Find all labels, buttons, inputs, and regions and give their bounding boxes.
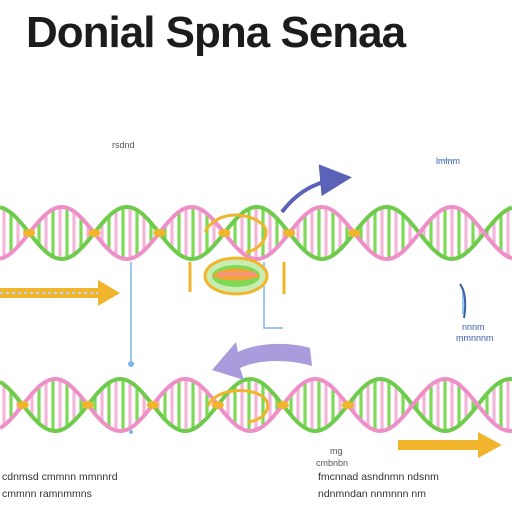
bracket-mark-right: [459, 283, 467, 319]
dna-helix-top: [0, 204, 512, 262]
crossover-node: [146, 401, 159, 409]
crossover-node: [153, 229, 166, 237]
label-lower-center-2: cmbnbn: [316, 458, 349, 468]
label-bottom-left-2: cmmnn ramnmmns: [2, 488, 92, 500]
enzyme-oval: [203, 256, 269, 296]
crossover-node: [23, 229, 36, 237]
crossover-node: [348, 229, 361, 237]
gold-arrow-right: [398, 432, 502, 458]
label-mid-right-1: nnnm: [462, 322, 485, 332]
crossover-node: [16, 401, 29, 409]
label-bottom-right-2: ndnmndan nnmnnn nm: [318, 488, 426, 500]
crossover-node: [211, 401, 224, 409]
dna-helix-bottom: [0, 376, 512, 434]
connector-dot: [129, 430, 133, 434]
label-bottom-right-1: fmcnnad asndnmn ndsnm: [318, 471, 439, 483]
curved-arrow-purple: [212, 342, 312, 380]
label-mid-right-2: mmnnnm: [456, 333, 494, 343]
crossover-node: [283, 229, 296, 237]
crossover-node: [81, 401, 94, 409]
crossover-node: [88, 229, 101, 237]
connector-lines: [130, 159, 464, 362]
backbone-strand: [0, 204, 512, 261]
crossover-node: [341, 401, 354, 409]
backbone-strand: [0, 205, 512, 262]
connector-dot: [128, 361, 134, 367]
label-bottom-left-1: cdnmsd cmmnn mmnnrd: [2, 471, 118, 483]
crossover-loop-bottom: [206, 389, 270, 424]
diagram-title: Donial Spna Senaa: [26, 8, 406, 57]
label-top-center: rsdnd: [112, 140, 135, 150]
label-top-right: lmlnm: [436, 156, 460, 166]
gold-arrow-left: [0, 280, 120, 306]
curved-arrow-top: [280, 164, 352, 214]
crossover-node: [276, 401, 289, 409]
crossover-node: [218, 229, 231, 237]
crossover-loop-top: [203, 213, 268, 254]
label-lower-center-1: mg: [330, 446, 343, 456]
